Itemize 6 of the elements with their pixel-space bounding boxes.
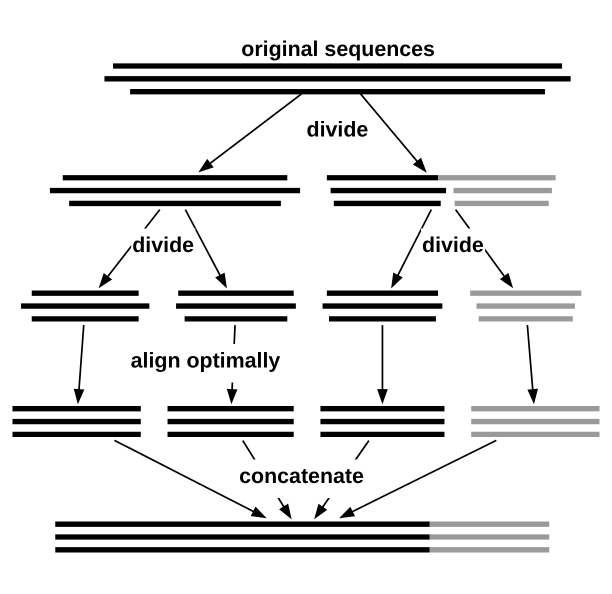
label: divide (306, 117, 368, 142)
label: divide (422, 232, 484, 257)
label: align optimally (130, 348, 280, 372)
label: divide (132, 232, 194, 257)
node-label: original sequences (241, 36, 435, 60)
label: concatenate (239, 464, 364, 488)
